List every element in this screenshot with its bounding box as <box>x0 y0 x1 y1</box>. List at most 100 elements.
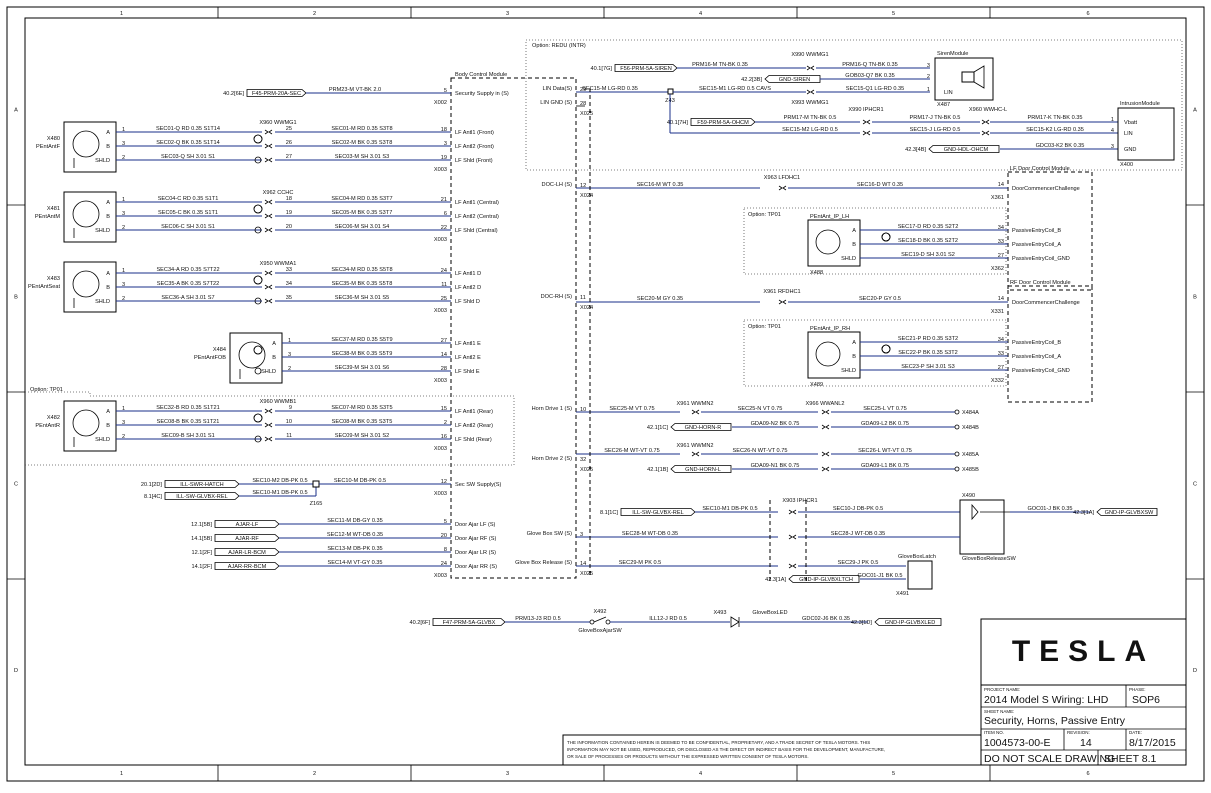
splice-connector-mark <box>268 227 273 233</box>
bcm-right-connector-id: X025 <box>580 467 593 473</box>
horn1-wire-3-label: SEC25-L VT 0.75 <box>863 406 907 412</box>
glovebox-latch-gnd-flag-name: GND-IP-GLVBXLTCH <box>799 577 853 583</box>
splice-connector-mark <box>268 270 273 276</box>
splice-connector-mark <box>268 408 273 414</box>
phase-label: PHASE: <box>1129 687 1146 692</box>
bcm-wire-label: SEC02-M BK 0.35 S3T8 <box>332 140 393 146</box>
lf_door-conn-bottom: X362 <box>991 266 1004 272</box>
lf_door-antenna-wire-label: SEC19-D SH 3.01 S2 <box>901 252 955 258</box>
antenna-pin-number: 1 <box>122 197 125 203</box>
connector-mark <box>788 563 793 569</box>
siren-pin-number: 3 <box>927 63 930 69</box>
twist-mark <box>253 345 263 355</box>
antenna-wire-label: SEC34-A RD 0.35 S7T22 <box>156 267 219 273</box>
bcm-wire-label: SEC08-M BK 0.35 S3T5 <box>332 419 393 425</box>
bcm-pin-label: Door Ajar LR (S) <box>455 550 496 556</box>
antenna-connector-id: X483 <box>47 276 60 282</box>
glovebox-splice-id: X903 IPHCR1 <box>782 498 817 504</box>
connector-mark <box>792 509 797 515</box>
bcm-pin-label: Security Supply in (S) <box>455 91 509 97</box>
rf_door-antenna-box <box>807 331 861 379</box>
antenna-coil-icon <box>72 200 100 228</box>
antenna-pin-letter: SHLD <box>95 437 110 443</box>
glovebox-led-gnd-wire-label: GDC02-J6 BK 0.35 <box>802 616 850 622</box>
horn1-gnd-flag-ref: 42.1[1C] <box>647 425 669 431</box>
horn2-conn: X485A <box>962 452 979 458</box>
glovebox-latch-conn: X491 <box>896 591 909 597</box>
horn1-conn: X484A <box>962 410 979 416</box>
swr-hatch-flag-name: ILL-SWR-HATCH <box>180 482 223 488</box>
glovebox-release-switch-box <box>959 499 1005 555</box>
rf_door-antenna-pin-label: PassiveEntryCoil_B <box>1012 340 1061 346</box>
twist-mark <box>253 204 263 214</box>
column-label-bottom: 1 <box>120 771 123 777</box>
security-supply-wire-label: PRM23-M VT-BK 2.0 <box>329 87 381 93</box>
sec-sw-wire-a-label: SEC10-M2 DB-PK 0.5 <box>252 478 307 484</box>
bcm-right-connector-id: X025 <box>580 571 593 577</box>
antenna-pin-number: 1 <box>122 127 125 133</box>
rf_door-module-title: RF Door Control Module <box>1010 280 1071 286</box>
glovebox-latch-name: GloveBoxLatch <box>898 554 936 560</box>
bcm-wire-label: SEC06-M SH 3.01 S4 <box>335 224 389 230</box>
antenna-pin-number: 1 <box>122 268 125 274</box>
horn1-terminal <box>954 409 960 415</box>
lf_door-antenna-pin: 34 <box>998 225 1004 231</box>
splice-pin-number: 20 <box>286 224 292 230</box>
bcm-right-pin-number: 32 <box>580 457 586 463</box>
row-label-right: B <box>1193 295 1197 301</box>
siren-wire-label: PRM16-M TN-BK 0.35 <box>692 62 748 68</box>
rf_door-pin: 14 <box>998 296 1004 302</box>
security-fuse-name: F45-PRM-20A-SEC <box>252 91 301 97</box>
column-label-top: 6 <box>1086 11 1089 17</box>
bcm-right-pin-label: Horn Drive 2 (S) <box>532 456 573 462</box>
rf_door-antenna-pin-letter: SHLD <box>841 368 856 374</box>
connector-mark <box>821 466 826 472</box>
antenna-pin-letter: B <box>106 423 110 429</box>
bcm-wire-label: SEC39-M SH 3.01 S6 <box>335 365 389 371</box>
splice-pin-number: 35 <box>286 295 292 301</box>
splice-connector-id: X962 CCHC <box>263 190 294 196</box>
splice-connector-mark <box>264 436 269 442</box>
antenna-pin-letter: SHLD <box>261 369 276 375</box>
lf_door-option-region <box>743 207 1007 275</box>
antenna-wire-label: SEC09-B SH 3.01 S1 <box>161 433 214 439</box>
bcm-pin-label: LF Antl2 (Front) <box>455 144 494 150</box>
rf_door-doc-splice-id: X961 RFDHC1 <box>763 289 800 295</box>
antenna-pin-letter: B <box>272 355 276 361</box>
antenna-connector-id: X484 <box>213 347 226 353</box>
bcm-wire-label: SEC38-M BK 0.35 S5T9 <box>332 351 393 357</box>
lin-wire-label: SEC15-M LG-RD 0.35 <box>582 86 638 92</box>
glovebox-latch-box <box>907 560 933 590</box>
bcm-pin-label: LF Antl2 E <box>455 355 481 361</box>
rf_door-antenna-wire-label: SEC23-P SH 3.01 S3 <box>901 364 954 370</box>
door-ajar-flag-ref: 12.1[5B] <box>191 522 212 528</box>
lf_door-antenna-conn: X488 <box>810 270 823 276</box>
intrusion-module-title: IntrusionModule <box>1120 101 1160 107</box>
shield-mark <box>254 367 262 375</box>
door-ajar-wire-label: SEC13-M DB-PK 0.35 <box>327 546 382 552</box>
glovebox-ill-flag-name: ILL-SW-GLVBX-REL <box>632 510 683 516</box>
bcm-pin-label: Door Ajar RF (S) <box>455 536 496 542</box>
rf_door-option-region <box>743 319 1007 387</box>
intrusion-module-box <box>1117 107 1175 161</box>
horn2-gnd-wire-label: GDA09-N1 BK 0.75 <box>751 463 800 469</box>
bcm-wire-label: SEC37-M RD 0.35 S5T9 <box>331 337 392 343</box>
column-label-top: 1 <box>120 11 123 17</box>
bcm-connector-id: X003 <box>434 491 447 497</box>
ohcm-fuse-name: F59-PRM-5A-OHCM <box>697 120 749 126</box>
bcm-pin-number: 14 <box>441 352 447 358</box>
horn1-gnd-wire-2-label: GDA09-L2 BK 0.75 <box>861 421 909 427</box>
intrusion-connector-id: X400 <box>1120 162 1133 168</box>
bcm-right-pin-number: 14 <box>580 561 586 567</box>
bcm-pin-number: 28 <box>441 366 447 372</box>
glovebox-latch-gnd-wire-label: GOC01-J1 BK 0.5 <box>857 573 902 579</box>
antenna-pin-number: 1 <box>122 406 125 412</box>
splice-pin-number: 27 <box>286 154 292 160</box>
rf_door-antenna-pin-label: PassiveEntryCoil_GND <box>1012 368 1070 374</box>
antenna-pin-letter: B <box>106 144 110 150</box>
connector-mark <box>778 185 783 191</box>
antenna-wire-label: SEC36-A SH 3.01 S7 <box>161 295 214 301</box>
intrusion-pin-label: Vbatt <box>1124 120 1138 126</box>
lf_door-antenna-name: PEntAnt_IP_LH <box>810 214 849 220</box>
row-label-left: C <box>14 482 18 488</box>
